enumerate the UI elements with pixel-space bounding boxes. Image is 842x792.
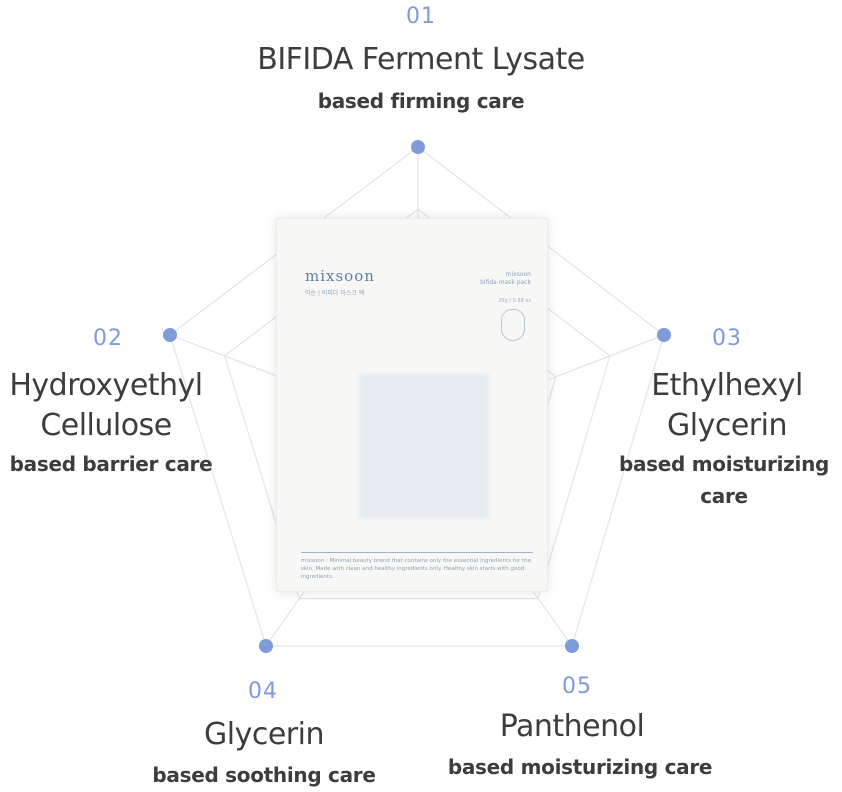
ingredient-title-05: Panthenol <box>499 709 645 744</box>
ingredient-number-01: 01 <box>406 4 436 29</box>
vertex-dot-3 <box>657 328 671 342</box>
ingredient-number-02: 02 <box>93 326 123 351</box>
vertex-dot-4 <box>259 639 273 653</box>
vertex-dot-1 <box>411 140 425 154</box>
ingredient-subtitle-05: based moisturizing care <box>447 755 713 779</box>
vertex-dot-2 <box>163 328 177 342</box>
ingredient-title-02: Hydroxyethyl Cellulose <box>9 368 203 443</box>
pack-description: mixsoon : Minimal beauty brand that cont… <box>301 558 532 580</box>
pack-product-name: mixsoon bifida mask pack <box>480 271 531 286</box>
ingredient-subtitle-02: based barrier care <box>9 452 213 476</box>
product-pack-image: mixsoon 믹순 | 비피다 마스크 팩 mixsoon bifida ma… <box>276 218 548 592</box>
ingredient-subtitle-01: based firming care <box>317 89 525 113</box>
pack-window <box>359 374 489 519</box>
ingredient-number-04: 04 <box>248 679 278 704</box>
pack-brand-logo: mixsoon <box>305 267 375 285</box>
ingredient-number-05: 05 <box>562 674 592 699</box>
ingredient-number-03: 03 <box>712 326 742 351</box>
web-ring-1 <box>169 146 665 647</box>
vertex-dot-5 <box>565 639 579 653</box>
pack-divider <box>301 552 533 553</box>
ingredient-title-01: BIFIDA Ferment Lysate <box>257 42 585 77</box>
pack-weight: 25g / 0.88 oz <box>498 298 531 304</box>
pack-brand-subtitle: 믹순 | 비피다 마스크 팩 <box>305 290 365 297</box>
ingredient-title-03: Ethylhexyl Glycerin <box>651 368 803 443</box>
face-mask-icon <box>501 309 525 341</box>
ingredient-subtitle-04: based soothing care <box>152 763 376 787</box>
web-ring-2 <box>223 208 611 600</box>
ingredient-title-04: Glycerin <box>204 717 324 752</box>
ingredient-subtitle-03: based moisturizing care <box>618 452 830 508</box>
